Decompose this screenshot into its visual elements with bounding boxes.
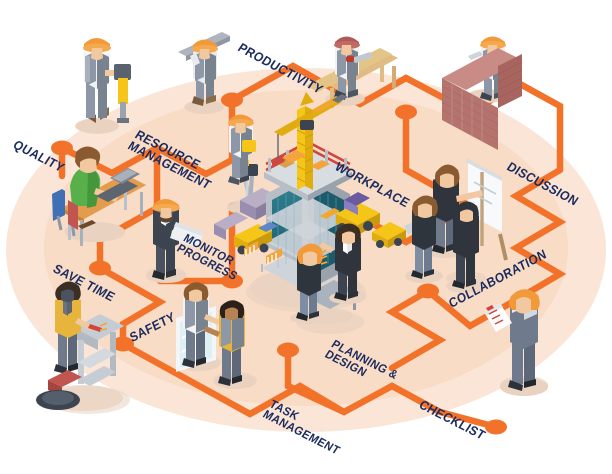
worker-with-checklist [484,289,548,396]
attendee-woman [405,195,443,283]
manager-reading-blueprint [146,199,204,283]
carpenter-sawing [306,36,398,108]
bulldozer-vehicle [320,192,380,235]
office-worker-at-desk [52,146,146,246]
meeting-at-table [290,223,365,334]
safety-barrier [244,241,282,264]
presenter-at-flipchart [424,164,483,258]
welder-at-workbench [36,281,130,414]
path-nodes [51,92,507,435]
bricklayer-at-wall [441,36,523,150]
worker-with-jackhammer [76,38,131,134]
attendee-man [446,201,486,293]
material-crate [214,212,248,230]
material-crate-side [214,224,226,240]
tower-crane [272,92,348,190]
surveyor-with-theodolite [227,114,278,220]
workers-carrying-window [176,282,256,389]
worker-carrying-beam [178,32,230,114]
